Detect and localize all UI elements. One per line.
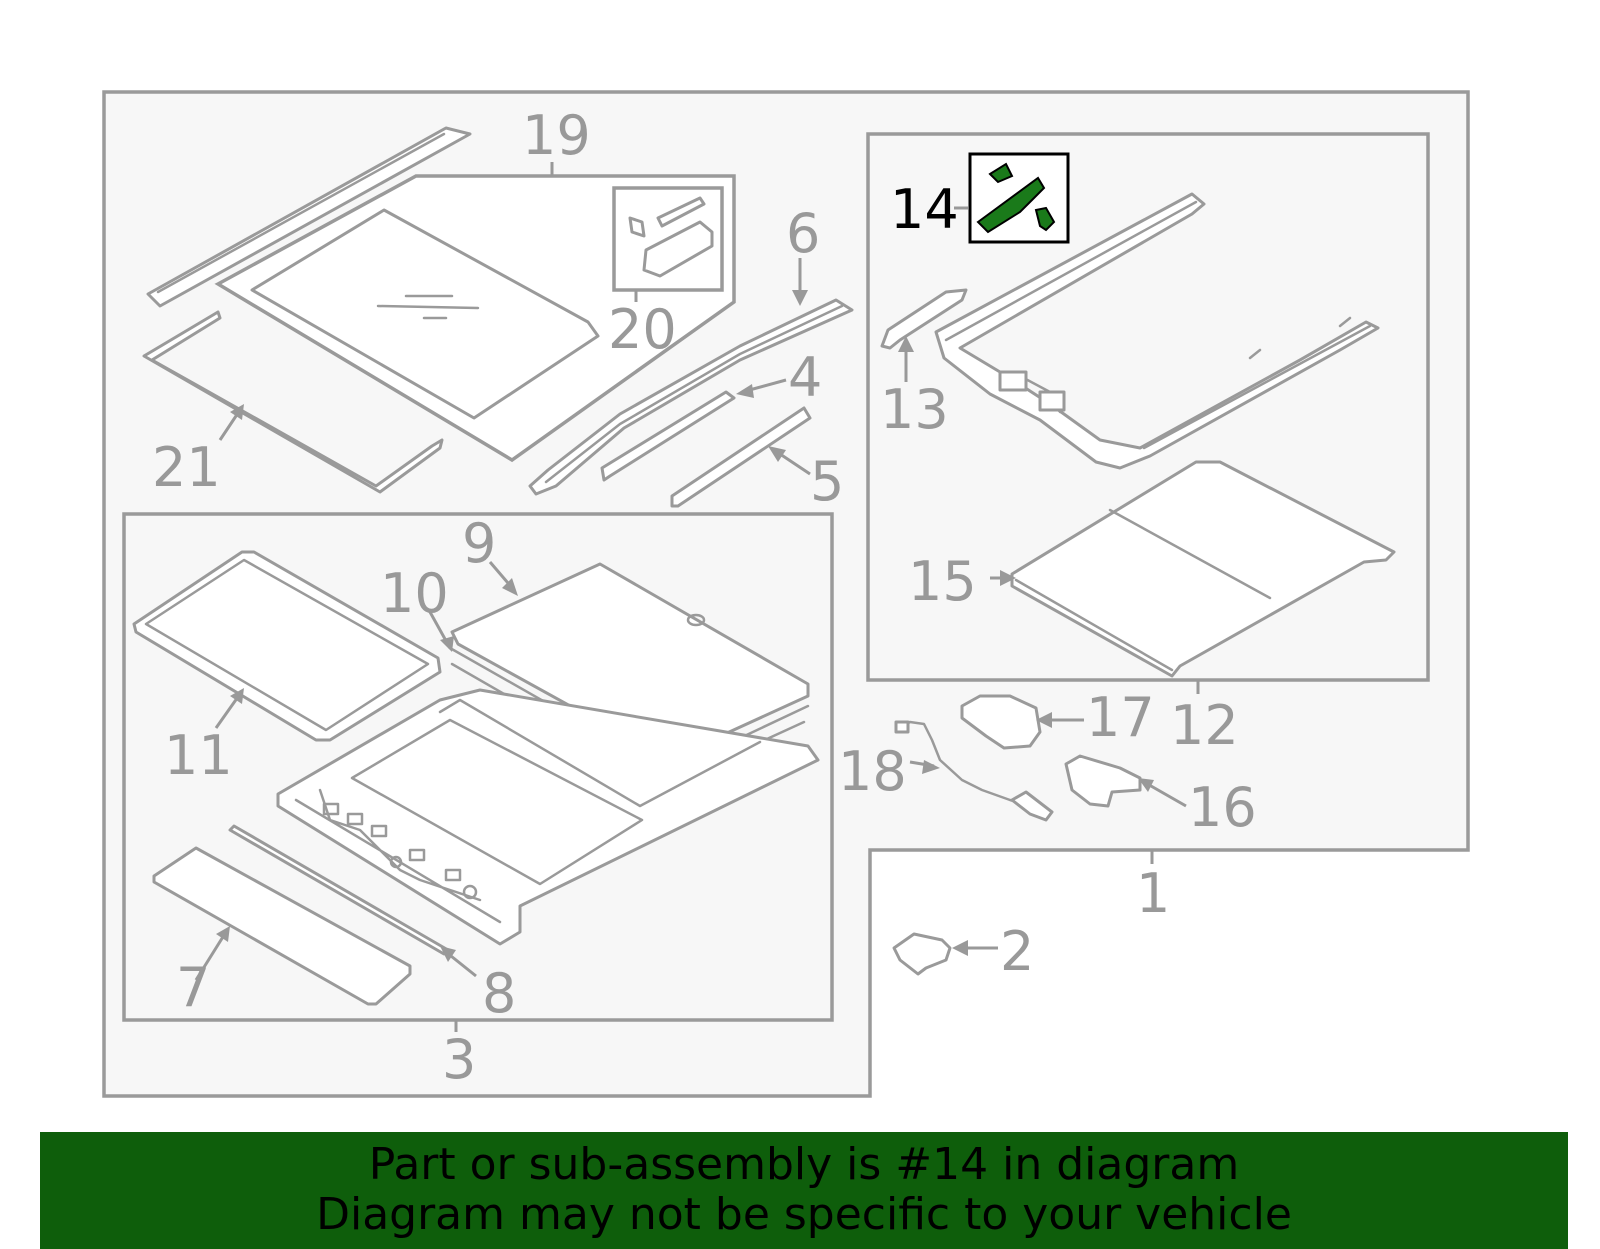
part-12-frame-detail xyxy=(944,200,1372,450)
part-roof-detail xyxy=(294,698,762,924)
part-16-bracket xyxy=(1064,754,1142,808)
part-14-highlight xyxy=(976,162,1056,234)
part-glass-panel-19-reflection xyxy=(376,294,480,320)
part-21-seal xyxy=(142,310,444,494)
part-20-clip xyxy=(628,196,714,278)
part-15-shade-dividers xyxy=(1014,508,1272,672)
banner-line-2: Diagram may not be specific to your vehi… xyxy=(316,1189,1292,1240)
callout-5: 5 xyxy=(810,450,844,513)
part-4-strip xyxy=(600,390,736,482)
part-12-frame xyxy=(934,192,1380,470)
part-6-rail xyxy=(528,298,854,496)
callout-16: 16 xyxy=(1188,776,1257,839)
callout-labels: 19 20 6 4 5 21 9 10 11 7 8 3 13 14 15 16… xyxy=(152,104,1257,1091)
part-9-glass xyxy=(450,562,810,762)
part-front-deflector xyxy=(146,126,472,308)
part-11-frame xyxy=(132,550,442,742)
part-12-motor xyxy=(998,370,1066,412)
callout-2: 2 xyxy=(1000,920,1034,983)
part-5-strip xyxy=(670,406,812,508)
part-18-harness xyxy=(898,720,1032,808)
part-roof-holes xyxy=(322,802,478,900)
part-front-deflector-detail xyxy=(156,132,446,294)
part-2-bracket xyxy=(892,932,952,976)
callout-10: 10 xyxy=(380,562,449,625)
part-roof-panel xyxy=(276,688,820,946)
part-9-glass-hole xyxy=(686,613,706,627)
callout-19: 19 xyxy=(522,104,591,167)
callout-15: 15 xyxy=(908,550,977,613)
part-11-frame-inner xyxy=(144,558,430,732)
callout-7: 7 xyxy=(176,956,210,1019)
part-7-panel xyxy=(152,846,412,1006)
banner-line-1: Part or sub-assembly is #14 in diagram xyxy=(368,1139,1240,1190)
part-6-rail-detail xyxy=(544,304,844,484)
callout-12: 12 xyxy=(1170,694,1239,757)
callout-8: 8 xyxy=(482,962,516,1025)
part-18-plug xyxy=(894,720,910,734)
info-banner: Part or sub-assembly is #14 in diagram D… xyxy=(40,1132,1568,1249)
callout-18: 18 xyxy=(838,740,907,803)
part-18-connector xyxy=(1010,790,1054,822)
part-15-shade xyxy=(1010,460,1396,678)
part-17-motor xyxy=(960,694,1042,750)
callout-6: 6 xyxy=(786,202,820,265)
part-roof-opening xyxy=(350,718,644,886)
callout-9: 9 xyxy=(462,512,496,575)
callout-11: 11 xyxy=(164,724,233,787)
part-glass-panel-19 xyxy=(250,208,600,420)
callout-4: 4 xyxy=(788,346,822,409)
callout-13: 13 xyxy=(880,378,949,441)
callout-21: 21 xyxy=(152,436,221,499)
callout-1: 1 xyxy=(1136,862,1170,925)
callout-17: 17 xyxy=(1086,686,1155,749)
part-13-bracket xyxy=(880,288,968,350)
callout-3: 3 xyxy=(442,1028,476,1091)
callout-20: 20 xyxy=(608,298,677,361)
callout-14: 14 xyxy=(890,178,959,241)
leader-arrowheads xyxy=(216,290,1154,962)
